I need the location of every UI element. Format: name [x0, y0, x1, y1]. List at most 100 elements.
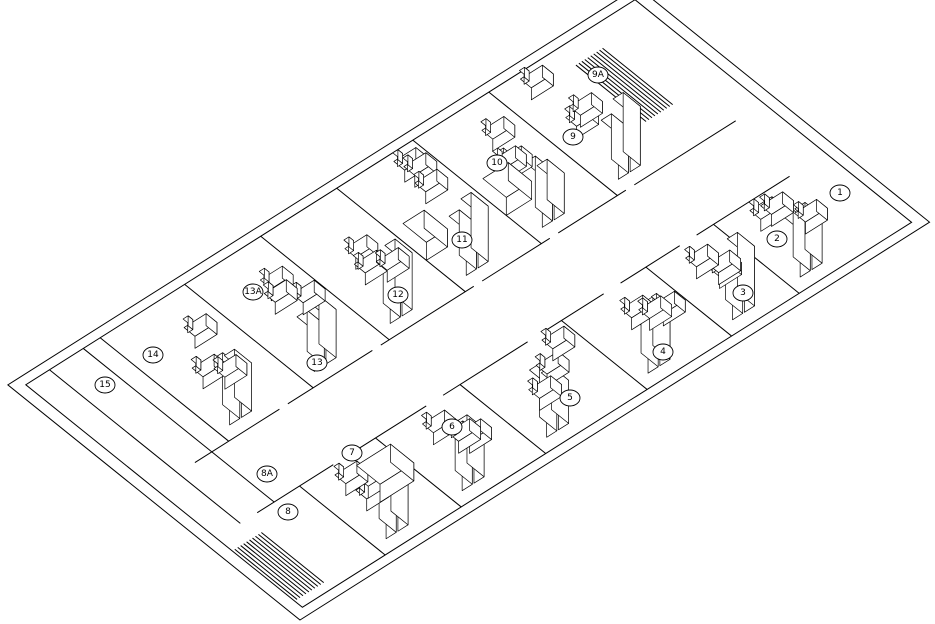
chair [262, 281, 274, 300]
partition-wall [459, 384, 547, 454]
room-label-9: 9 [562, 128, 584, 146]
stair-step [243, 543, 307, 595]
room-label-circle [277, 503, 299, 521]
desk-side [729, 249, 741, 272]
partition-wall [49, 369, 241, 524]
chair-side [798, 201, 804, 216]
partition-wall [488, 91, 618, 196]
chair [637, 297, 648, 316]
chair-side [485, 118, 491, 133]
room-label-circle [587, 66, 609, 84]
stair-step [249, 539, 313, 591]
room-label-8: 8 [277, 503, 299, 521]
desk-side [366, 234, 379, 256]
stair-step [237, 547, 301, 598]
room-label-4: 4 [652, 343, 674, 361]
room-number: 13A [244, 287, 262, 297]
walls [7, 0, 931, 621]
chair [568, 94, 579, 113]
desk-side [816, 199, 828, 221]
room-number: 15 [99, 380, 110, 390]
desk-side [313, 279, 326, 302]
cabinet-side [546, 158, 565, 214]
room-label-13: 13 [306, 354, 328, 372]
desk-side [397, 247, 410, 269]
chair-side [524, 66, 530, 82]
room-label-circle [256, 465, 278, 483]
partition-wall [336, 187, 466, 293]
room-number: 14 [147, 350, 159, 360]
room-number: 6 [449, 422, 455, 432]
reception-counter-side [507, 162, 532, 200]
room-label-circle [142, 346, 164, 364]
room-number: 3 [740, 288, 746, 298]
chair [748, 198, 759, 217]
room-number: 9 [570, 132, 576, 142]
stair-step [596, 51, 668, 109]
stair-step [240, 545, 304, 597]
chair [190, 355, 202, 374]
chair [534, 353, 546, 371]
chair [392, 149, 403, 167]
corridor-wall [256, 464, 334, 514]
chair-side [418, 170, 424, 186]
chair-side [263, 267, 270, 283]
chair-side [624, 296, 630, 312]
room-label-circle [559, 389, 581, 407]
desk-side [515, 145, 527, 167]
cabinet-side [622, 92, 641, 166]
chair-side [397, 149, 403, 164]
room-label-2: 2 [766, 230, 788, 248]
stair-step [599, 49, 671, 107]
room-label-circle [829, 184, 851, 202]
stair-step [252, 537, 316, 589]
room-label-11: 11 [451, 231, 473, 249]
chair [333, 462, 344, 481]
furniture [182, 64, 828, 540]
cabinet [460, 192, 489, 269]
desk-side [503, 116, 516, 138]
cabinet [612, 92, 641, 173]
chair [793, 201, 804, 219]
room-label-circle [242, 283, 264, 301]
cabinet [308, 295, 337, 365]
room-number: 4 [660, 347, 666, 357]
desk [541, 325, 576, 362]
partition-wall [713, 223, 800, 294]
reception-counter [356, 443, 415, 503]
corridor-wall [380, 285, 475, 346]
desk-side [674, 290, 686, 313]
corridor-wall [194, 408, 280, 463]
chair-side [426, 411, 432, 427]
room-label-circle [562, 128, 584, 146]
chair [182, 315, 194, 334]
desk [638, 295, 672, 331]
corridor-wall [287, 349, 373, 405]
room-label-1: 1 [829, 184, 851, 202]
room-label-10: 10 [486, 154, 508, 172]
room-label-circle [341, 444, 363, 462]
chair [619, 296, 630, 315]
reception-counter-side [390, 443, 415, 482]
desk-side [425, 152, 438, 174]
partition-wall [645, 266, 732, 337]
room-number: 12 [392, 290, 403, 300]
corridor-wall [442, 341, 528, 396]
partition-wall [99, 337, 230, 442]
chair-side [217, 356, 224, 371]
room-label-5: 5 [559, 389, 581, 407]
desk-side [285, 279, 298, 301]
desk-side [436, 168, 449, 191]
room-label-7: 7 [341, 444, 363, 462]
chair [421, 411, 432, 430]
room-number: 11 [456, 235, 467, 245]
room-number: 7 [349, 448, 355, 458]
desk-side [542, 64, 554, 87]
chair-side [348, 236, 354, 251]
room-label-circle [94, 376, 116, 394]
room-label-13a: 13A [242, 283, 264, 301]
stair-step [234, 548, 298, 600]
chair-side [407, 154, 413, 169]
room-label-circle [732, 284, 754, 302]
